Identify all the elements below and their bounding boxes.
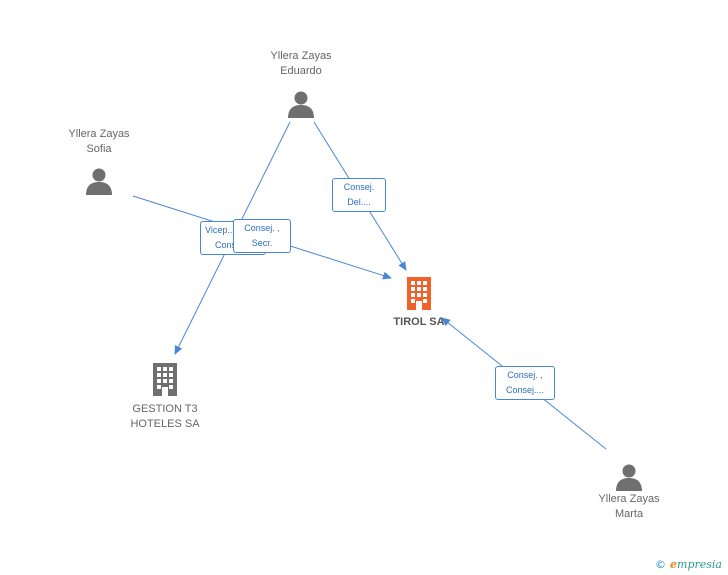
brand-initial: e — [670, 558, 678, 571]
edge-label-eduardo-tirol[interactable]: Consej. Del.... — [332, 178, 386, 212]
empresia-logo: ©empresia — [655, 558, 722, 571]
edge-label-line2: Cons.... — [215, 240, 247, 250]
node-eduardo-name-line2: Eduardo — [280, 65, 322, 77]
node-tirol-name: TIROL SA — [393, 316, 445, 328]
node-marta-name-line1: Yllera Zayas — [598, 493, 660, 505]
edge-label-line2: Secr. — [251, 238, 273, 248]
node-gestion[interactable]: GESTION T3 HOTELES SA — [115, 362, 215, 432]
building-icon — [407, 277, 431, 310]
node-marta-name-line2: Marta — [614, 508, 644, 520]
person-icon — [616, 464, 642, 491]
node-eduardo[interactable]: Yllera Zayas Eduardo — [246, 49, 356, 119]
edge-label-line1: Vicep.... — [205, 225, 238, 235]
edge-label-line2: Del.... — [347, 197, 371, 207]
node-sofia[interactable]: Yllera Zayas Sofia — [44, 127, 154, 196]
node-sofia-name-line1: Yllera Zayas — [68, 128, 130, 140]
copyright-icon: © — [655, 558, 667, 571]
person-icon — [86, 168, 112, 195]
node-marta[interactable]: Yllera Zayas Marta — [574, 462, 684, 522]
node-sofia-name-line2: Sofia — [86, 143, 112, 155]
edge-label-eduardo-sofia[interactable]: Consej. , Secr. — [233, 219, 291, 253]
node-gestion-name-line2: HOTELES SA — [130, 418, 200, 430]
node-gestion-name-line1: GESTION T3 — [132, 403, 198, 415]
edge-label-line1: Consej. , — [244, 223, 280, 233]
brand-name: mpresia — [677, 558, 722, 571]
edge-label-line1: Consej. — [343, 182, 375, 192]
building-icon — [153, 363, 177, 396]
node-tirol[interactable]: TIROL SA — [369, 276, 469, 330]
node-eduardo-name-line1: Yllera Zayas — [270, 50, 332, 62]
edge-label-line2: Consej.... — [505, 385, 545, 395]
edge-label-marta-tirol[interactable]: Consej. , Consej.... — [495, 366, 555, 400]
edge-label-line1: Consej. , — [507, 370, 543, 380]
person-icon — [288, 91, 314, 118]
